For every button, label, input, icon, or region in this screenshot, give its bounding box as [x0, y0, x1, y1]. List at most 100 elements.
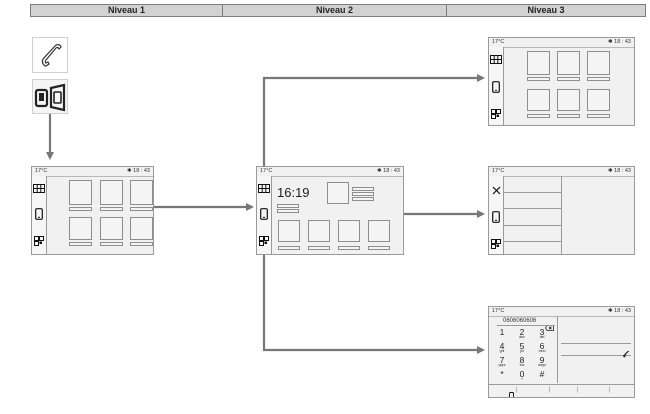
clock: ✱ 18 : 43 [127, 167, 150, 176]
dial-key-letters: ghi [499, 349, 505, 353]
sidebar [257, 176, 272, 254]
mobile-phone-icon [35, 208, 43, 220]
dial-key-digit: 2 [519, 327, 525, 337]
mobile-phone-icon [492, 211, 500, 223]
header-niveau-3: Niveau 3 [446, 4, 646, 17]
app-tile[interactable] [587, 89, 610, 111]
phone-mirror-icon [34, 83, 66, 112]
temperature: 17°C [35, 168, 48, 174]
sidebar-grid-button[interactable] [32, 180, 46, 196]
sidebar-phone-button[interactable] [489, 79, 503, 95]
apps-icon [491, 239, 501, 249]
apps-icon [491, 109, 501, 119]
phone-handset-icon [41, 44, 62, 67]
dial-key[interactable]: # [535, 369, 549, 379]
app-tile[interactable] [557, 89, 580, 111]
bottom-bar-separator: | [516, 387, 518, 393]
level2-screen: 17°C ✱ 18 : 43 16:19 [256, 166, 404, 255]
app-tile[interactable] [308, 220, 330, 242]
dial-key-digit: 8 [519, 355, 525, 365]
sidebar [489, 47, 504, 125]
app-tile-label [527, 114, 550, 118]
app-tile[interactable] [130, 180, 153, 205]
bottom-bar-phone-icon[interactable] [509, 387, 514, 397]
level3-apps-screen: 17°C ✱ 18 : 43 [488, 37, 635, 126]
dial-key-digit: 3 [539, 327, 545, 337]
app-tile[interactable] [100, 217, 123, 240]
app-tile-label [527, 77, 550, 81]
dial-key[interactable]: * [495, 369, 509, 379]
app-tile-label [69, 242, 92, 246]
app-tile-label [587, 77, 610, 81]
phone-menu-button[interactable] [32, 37, 68, 73]
app-tile[interactable] [278, 220, 300, 242]
sidebar-phone-button[interactable] [257, 206, 271, 222]
sidebar-phone-button[interactable] [489, 209, 503, 225]
media-widget-line [352, 187, 374, 191]
dial-key-digit: # [539, 369, 545, 379]
grid-icon [33, 183, 45, 193]
app-tile-label [130, 242, 153, 246]
phone-handset-icon [623, 350, 629, 358]
app-tile-label [308, 246, 330, 250]
dial-key-digit: * [500, 369, 504, 379]
dial-key-letters: def [539, 335, 545, 339]
dial-key[interactable]: 1 [495, 327, 509, 337]
clock-text: 18 : 43 [614, 308, 631, 314]
list-divider [503, 241, 561, 242]
dialed-number: 0606060606 [503, 318, 537, 324]
media-widget[interactable] [327, 182, 349, 204]
dial-key-digit: 0 [519, 369, 525, 379]
dial-key-digit: 6 [539, 341, 545, 351]
sidebar-apps-button[interactable] [257, 233, 271, 249]
call-field-line [561, 355, 631, 356]
sidebar-apps-button[interactable] [32, 233, 46, 249]
app-tile[interactable] [69, 217, 92, 240]
sidebar-close-button[interactable] [489, 182, 503, 198]
clock: ✱ 18 : 43 [608, 307, 631, 316]
app-tile[interactable] [527, 51, 550, 75]
mobile-phone-icon [492, 81, 500, 93]
bluetooth-icon: ✱ [377, 168, 382, 174]
app-tile[interactable] [527, 89, 550, 111]
clock-text: 18 : 43 [614, 39, 631, 45]
app-tile[interactable] [130, 217, 153, 240]
sidebar-apps-button[interactable] [489, 236, 503, 252]
call-button[interactable] [622, 345, 630, 363]
level1-screen: 17°C ✱ 18 : 43 [31, 166, 154, 255]
app-tile[interactable] [587, 51, 610, 75]
sidebar-grid-button[interactable] [257, 180, 271, 196]
mirror-screen-button[interactable] [32, 79, 68, 114]
number-underline [497, 325, 555, 326]
list-divider [503, 192, 561, 193]
app-tile-label [130, 207, 153, 211]
dial-key-digit: 1 [499, 327, 505, 337]
app-tile[interactable] [368, 220, 390, 242]
sidebar-phone-button[interactable] [32, 206, 46, 222]
dial-key-letters: tuv [519, 363, 525, 367]
arrow-level2-to-level3-bottom [262, 222, 485, 354]
call-field-line [561, 343, 631, 344]
app-tile[interactable] [338, 220, 360, 242]
app-tile-label [338, 246, 360, 250]
list-divider [503, 208, 561, 209]
sidebar-apps-button[interactable] [489, 106, 503, 122]
clock: ✱ 18 : 43 [608, 38, 631, 47]
apps-icon [259, 236, 269, 246]
clock: ✱ 18 : 43 [377, 167, 400, 176]
dial-key[interactable]: 0+ [515, 370, 529, 381]
sidebar-grid-button[interactable] [489, 51, 503, 67]
app-tile[interactable] [557, 51, 580, 75]
level2-clock: 16:19 [277, 185, 310, 200]
arrow-level2-to-level3-top [262, 74, 485, 186]
app-tile[interactable] [100, 180, 123, 205]
app-tile[interactable] [69, 180, 92, 205]
